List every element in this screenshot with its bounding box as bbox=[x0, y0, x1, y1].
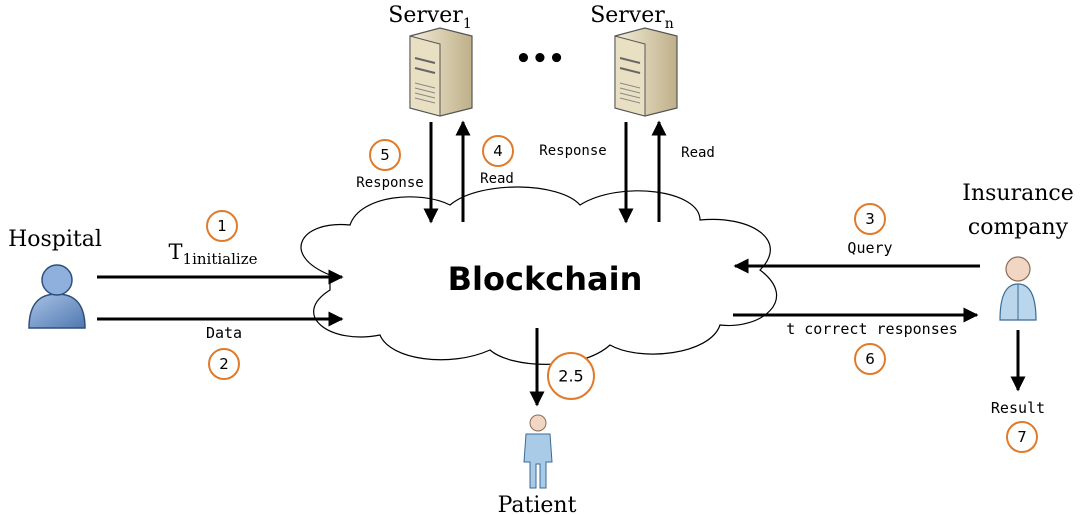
hospital-person-icon bbox=[28, 264, 86, 329]
step-5-badge: 5 bbox=[369, 139, 401, 171]
step-5-number: 5 bbox=[380, 146, 390, 164]
insurance-label-line1: Insurance bbox=[962, 181, 1073, 206]
server-n-label-sub: n bbox=[665, 16, 674, 32]
result-label: Result bbox=[991, 399, 1045, 417]
server-n-read-label: Read bbox=[681, 145, 715, 161]
step-2-badge: 2 bbox=[208, 348, 240, 380]
server-1-label-sub: 1 bbox=[463, 16, 472, 32]
correct-responses-label: t correct responses bbox=[786, 320, 958, 338]
patient-label: Patient bbox=[498, 493, 577, 515]
step-6-number: 6 bbox=[865, 350, 875, 368]
step-1-badge: 1 bbox=[206, 210, 238, 242]
insurance-label-line2: company bbox=[968, 215, 1069, 240]
server-1-read-label: Read bbox=[480, 171, 514, 187]
step-3-number: 3 bbox=[865, 210, 875, 228]
server-1-label-base: Server bbox=[388, 3, 463, 28]
server-n-response-label: Response bbox=[539, 143, 606, 159]
servers-ellipsis: ••• bbox=[515, 44, 565, 74]
server-n-icon bbox=[614, 27, 678, 117]
step-1-number: 1 bbox=[217, 217, 227, 235]
hospital-label: Hospital bbox=[8, 227, 102, 252]
blockchain-cloud bbox=[300, 186, 777, 365]
initialize-label-sub: 1initialize bbox=[183, 250, 258, 268]
initialize-label-base: T bbox=[169, 240, 183, 264]
step-25-badge: 2.5 bbox=[547, 352, 595, 400]
query-label: Query bbox=[847, 239, 892, 257]
step-3-badge: 3 bbox=[854, 203, 886, 235]
server-n-label: Servern bbox=[590, 3, 674, 32]
step-25-number: 2.5 bbox=[558, 367, 583, 386]
step-7-badge: 7 bbox=[1006, 421, 1038, 453]
initialize-label: T1initialize bbox=[169, 240, 258, 268]
step-6-badge: 6 bbox=[854, 343, 886, 375]
server-1-icon bbox=[409, 27, 473, 117]
step-4-badge: 4 bbox=[482, 135, 514, 167]
step-7-number: 7 bbox=[1017, 428, 1027, 446]
data-label: Data bbox=[206, 324, 242, 342]
server-n-label-base: Server bbox=[590, 3, 665, 28]
patient-person-icon bbox=[523, 414, 553, 489]
server-1-label: Server1 bbox=[388, 3, 472, 32]
blockchain-label: Blockchain bbox=[448, 260, 643, 298]
step-4-number: 4 bbox=[493, 142, 503, 160]
insurance-person-icon bbox=[999, 256, 1037, 321]
step-2-number: 2 bbox=[219, 355, 229, 373]
server-1-response-label: Response bbox=[356, 175, 423, 191]
